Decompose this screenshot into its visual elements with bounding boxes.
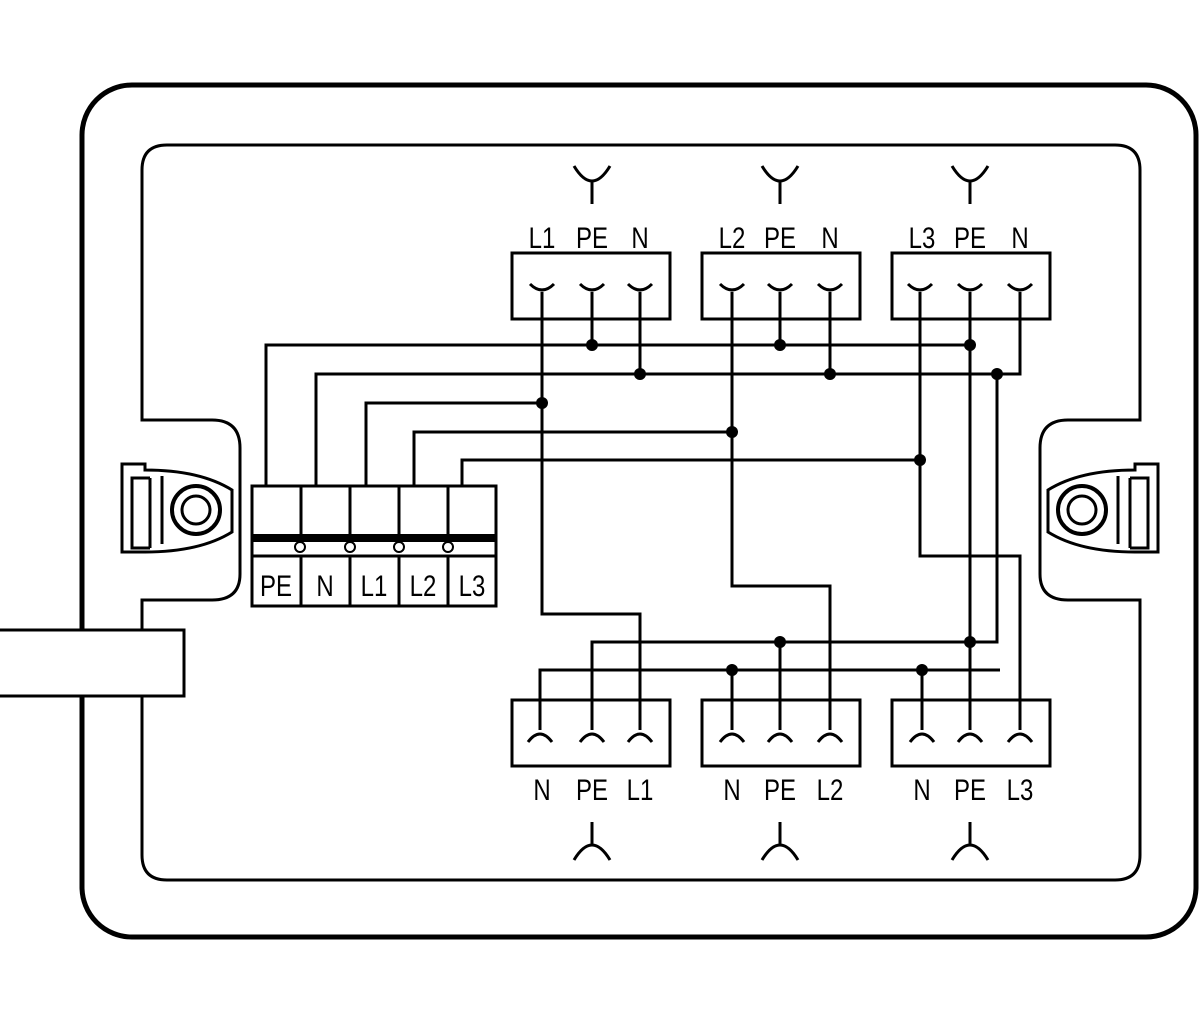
connector-label: PE: [764, 772, 796, 806]
connector-top-2: L2 PE N: [700, 165, 862, 321]
socket-symbol-icon: [950, 165, 990, 204]
connector-label: N: [533, 772, 550, 806]
connector-label: N: [723, 772, 740, 806]
screw-icon: [170, 484, 222, 536]
connector-label: N: [631, 220, 648, 254]
housing-outer: [79, 82, 1199, 940]
plug-symbol-icon: [572, 822, 612, 861]
connector-bottom-1: N PE L1: [510, 698, 672, 861]
plug-symbol-icon: [760, 822, 800, 861]
terminal-label-pe: PE: [260, 568, 292, 602]
plug-symbol-icon: [950, 822, 990, 861]
connector-label: N: [913, 772, 930, 806]
terminal-block: PE N L1 L2 L3: [250, 484, 498, 608]
connector-label: L2: [719, 220, 746, 254]
connector-label: PE: [576, 220, 608, 254]
mounting-lug-left: [120, 462, 234, 554]
connector-label: N: [1011, 220, 1028, 254]
terminal-label-l3: L3: [459, 568, 486, 602]
mounting-lug-right: [1046, 462, 1160, 554]
housing-inner: [140, 143, 1142, 882]
connector-label: PE: [576, 772, 608, 806]
connector-bottom-2: N PE L2: [700, 698, 862, 861]
terminal-label-n: N: [316, 568, 333, 602]
socket-symbol-icon: [760, 165, 800, 204]
socket-symbol-icon: [572, 165, 612, 204]
connector-label: L3: [909, 220, 936, 254]
connector-label: PE: [954, 220, 986, 254]
junction-dots: [536, 339, 1003, 676]
terminal-label-l2: L2: [410, 568, 437, 602]
connector-label: L1: [529, 220, 556, 254]
connector-label: PE: [954, 772, 986, 806]
terminal-label-l1: L1: [361, 568, 388, 602]
screw-icon: [1056, 484, 1108, 536]
connector-top-3: L3 PE N: [890, 165, 1052, 321]
connector-label: L2: [817, 772, 844, 806]
connector-label: N: [821, 220, 838, 254]
connector-label: L3: [1007, 772, 1034, 806]
connector-label: PE: [764, 220, 796, 254]
connector-label: L1: [627, 772, 654, 806]
cable-entry-tab: [0, 628, 186, 698]
connector-bottom-3: N PE L3: [890, 698, 1052, 861]
connector-top-1: L1 PE N: [510, 165, 672, 321]
